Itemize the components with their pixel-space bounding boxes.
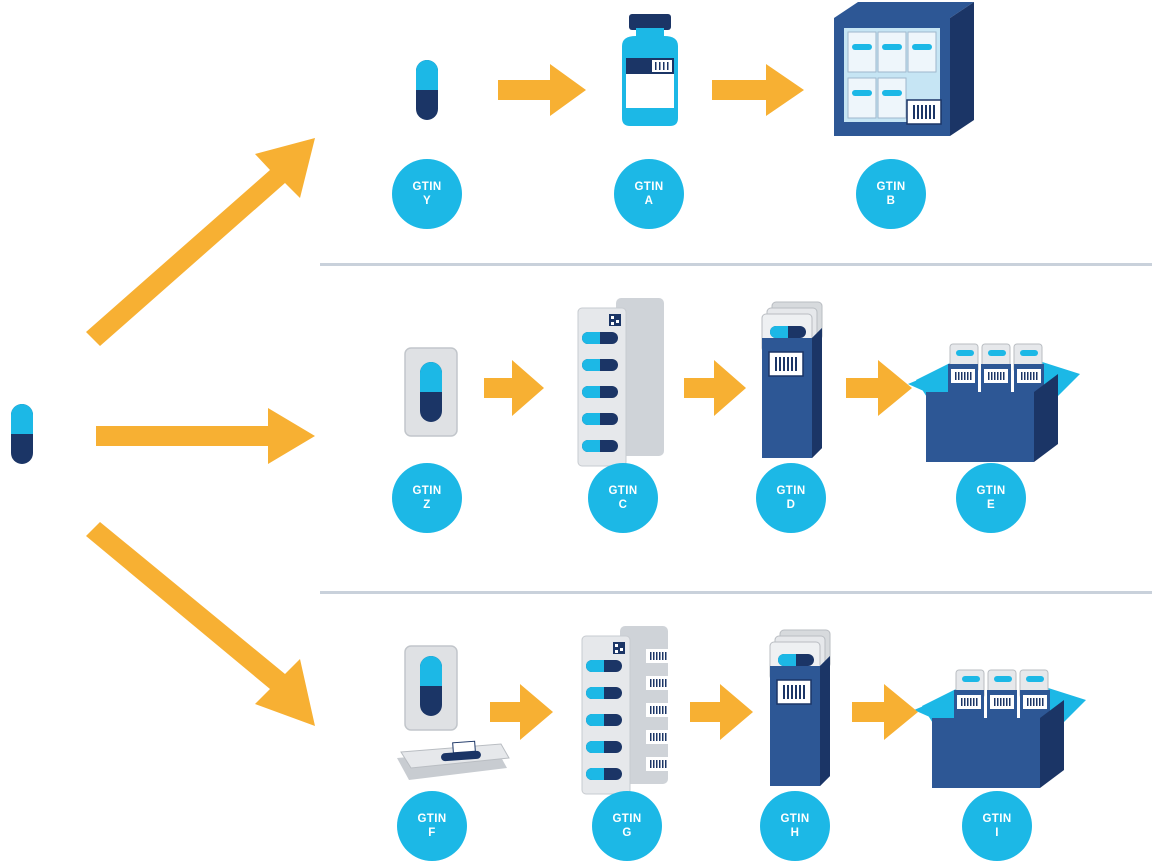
gtin-label: GTIN (876, 181, 906, 193)
gtin-badge-y: GTIN Y (392, 159, 462, 229)
gtin-id: H (790, 827, 800, 839)
blister-strip-icon (578, 298, 664, 466)
gtin-label: GTIN (612, 813, 642, 825)
gtin-label: GTIN (608, 485, 638, 497)
gtin-badge-h: GTIN H (760, 791, 830, 861)
step-arrow (690, 684, 753, 740)
gtin-badge-d: GTIN D (756, 463, 826, 533)
carton-pack-icon (762, 302, 822, 458)
capsule-icon (416, 60, 438, 120)
row-1-icons (416, 2, 974, 136)
gtin-id: C (618, 499, 628, 511)
branch-arrow-right (96, 408, 315, 464)
gtin-label: GTIN (412, 485, 442, 497)
step-arrow (498, 64, 586, 116)
step-arrow (484, 360, 544, 416)
step-arrow (712, 64, 804, 116)
branch-arrow-down (86, 522, 315, 726)
open-box-icon (908, 344, 1080, 462)
step-arrows (484, 64, 918, 740)
gtin-id: Y (422, 195, 432, 207)
gtin-id: F (428, 827, 436, 839)
branch-arrows (86, 138, 315, 726)
gtin-label: GTIN (976, 485, 1006, 497)
vial-icon (622, 14, 678, 126)
carton-pack-icon (770, 630, 830, 786)
row-divider-2 (320, 591, 1152, 594)
row-2-icons (404, 298, 1080, 466)
step-arrow (490, 684, 553, 740)
open-box-icon (914, 670, 1086, 788)
row-divider-1 (320, 263, 1152, 266)
gtin-id: I (995, 827, 999, 839)
gtin-label: GTIN (417, 813, 447, 825)
gtin-badge-z: GTIN Z (392, 463, 462, 533)
gtin-label: GTIN (634, 181, 664, 193)
gtin-badge-e: GTIN E (956, 463, 1026, 533)
blister-cell-icon (404, 347, 458, 437)
gtin-label: GTIN (776, 485, 806, 497)
step-arrow (852, 684, 918, 740)
gtin-label: GTIN (412, 181, 442, 193)
gtin-label: GTIN (780, 813, 810, 825)
step-arrow (846, 360, 912, 416)
barcoded-blister-strip-icon (582, 626, 670, 794)
gtin-badge-i: GTIN I (962, 791, 1032, 861)
gtin-badge-g: GTIN G (592, 791, 662, 861)
step-arrow (684, 360, 746, 416)
gtin-id: D (786, 499, 796, 511)
row-3-icons (397, 626, 1086, 794)
shipping-case-icon (834, 2, 974, 136)
gtin-id: G (622, 827, 632, 839)
branch-arrow-up (86, 138, 315, 346)
gtin-id: E (986, 499, 996, 511)
gtin-badge-b: GTIN B (856, 159, 926, 229)
gtin-label: GTIN (982, 813, 1012, 825)
gtin-badge-f: GTIN F (397, 791, 467, 861)
unit-dose-icon (397, 645, 510, 780)
gtin-badge-c: GTIN C (588, 463, 658, 533)
gtin-id: Z (423, 499, 431, 511)
gtin-id: B (886, 195, 896, 207)
gtin-badge-a: GTIN A (614, 159, 684, 229)
gtin-id: A (644, 195, 654, 207)
source-capsule-icon (11, 404, 33, 464)
